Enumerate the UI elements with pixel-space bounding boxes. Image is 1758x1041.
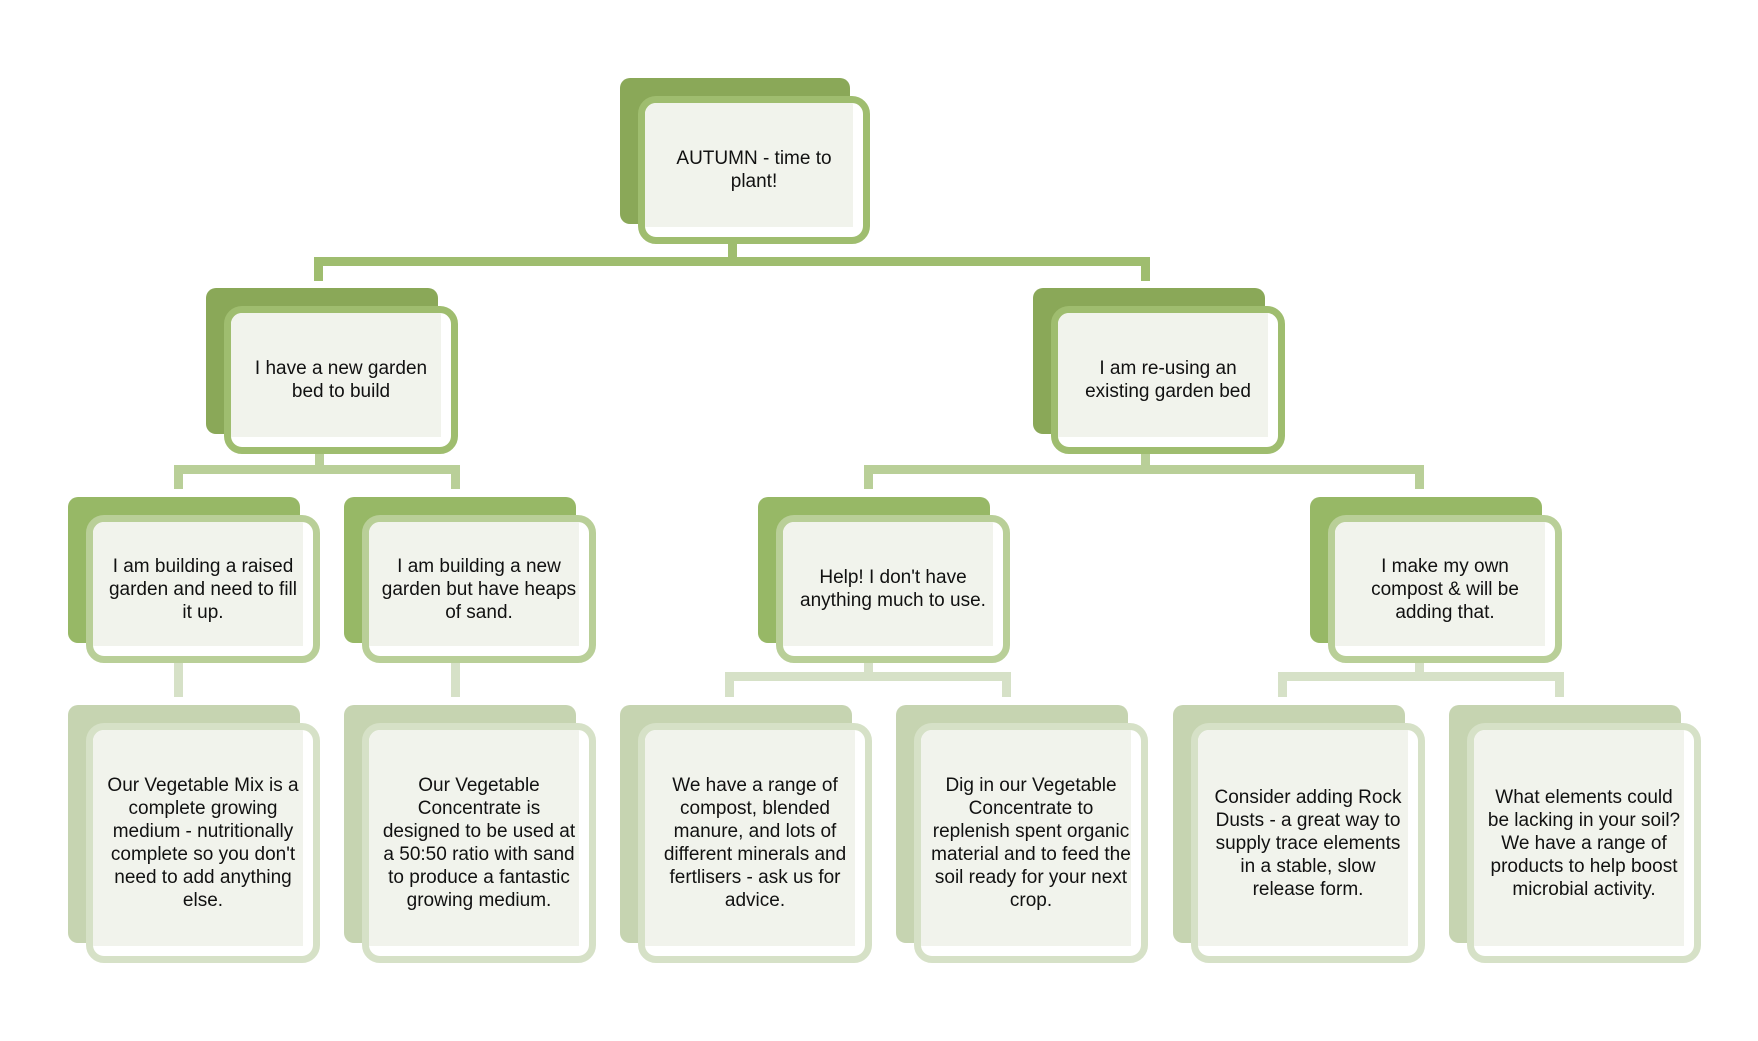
connector: [314, 257, 323, 281]
situation-node-sand: I am building a new garden but have heap…: [344, 497, 596, 663]
advice-node-text: Consider adding Rock Dusts - a great way…: [1214, 786, 1402, 900]
connector: [174, 465, 183, 489]
situation-node-text: I am building a raised garden and need t…: [108, 555, 298, 623]
connector: [1278, 672, 1564, 681]
root-node: AUTUMN - time to plant!: [620, 78, 870, 244]
connector: [1002, 672, 1011, 697]
situation-node-raised-garden: I am building a raised garden and need t…: [68, 497, 320, 663]
advice-node-text: Dig in our Vegetable Concentrate to repl…: [931, 775, 1131, 911]
branch-node-text: I am re-using an existing garden bed: [1085, 358, 1251, 402]
connector: [1141, 257, 1150, 281]
situation-node-help: Help! I don't have anything much to use.: [758, 497, 1010, 663]
situation-node-text: I am building a new garden but have heap…: [381, 555, 577, 623]
connector: [1415, 465, 1424, 489]
connector: [864, 655, 873, 677]
connector: [315, 440, 324, 470]
connector: [864, 465, 1424, 474]
connector: [725, 672, 734, 697]
connector: [314, 257, 1150, 266]
advice-node-vegetable-mix: Our Vegetable Mix is a complete growing …: [68, 705, 320, 963]
branch-node-new-garden-bed: I have a new garden bed to build: [206, 288, 458, 454]
advice-node-compost-range: We have a range of compost, blended manu…: [620, 705, 872, 963]
advice-node-text: Our Vegetable Mix is a complete growing …: [107, 775, 299, 911]
branch-node-existing-garden-bed: I am re-using an existing garden bed: [1033, 288, 1285, 454]
connector: [174, 655, 183, 697]
advice-node-text: Our Vegetable Concentrate is designed to…: [382, 775, 576, 911]
situation-node-own-compost: I make my own compost & will be adding t…: [1310, 497, 1562, 663]
advice-node-vegetable-concentrate-sand: Our Vegetable Concentrate is designed to…: [344, 705, 596, 963]
advice-node-dig-in-concentrate: Dig in our Vegetable Concentrate to repl…: [896, 705, 1148, 963]
situation-node-text: Help! I don't have anything much to use.: [800, 567, 986, 611]
connector: [451, 465, 460, 489]
connector: [728, 226, 737, 264]
connector: [1555, 672, 1564, 697]
connector: [864, 465, 873, 489]
advice-node-text: What elements could be lacking in your s…: [1487, 786, 1681, 900]
connector: [174, 465, 460, 474]
connector: [1141, 440, 1150, 470]
connector: [1415, 655, 1424, 677]
connector: [725, 672, 1011, 681]
branch-node-text: I have a new garden bed to build: [254, 358, 428, 402]
advice-node-rock-dusts: Consider adding Rock Dusts - a great way…: [1173, 705, 1425, 963]
root-node-text: AUTUMN - time to plant!: [676, 148, 832, 192]
advice-node-text: We have a range of compost, blended manu…: [663, 775, 847, 911]
connector: [451, 655, 460, 697]
situation-node-text: I make my own compost & will be adding t…: [1371, 555, 1519, 623]
advice-node-soil-elements: What elements could be lacking in your s…: [1449, 705, 1701, 963]
connector: [1278, 672, 1287, 697]
